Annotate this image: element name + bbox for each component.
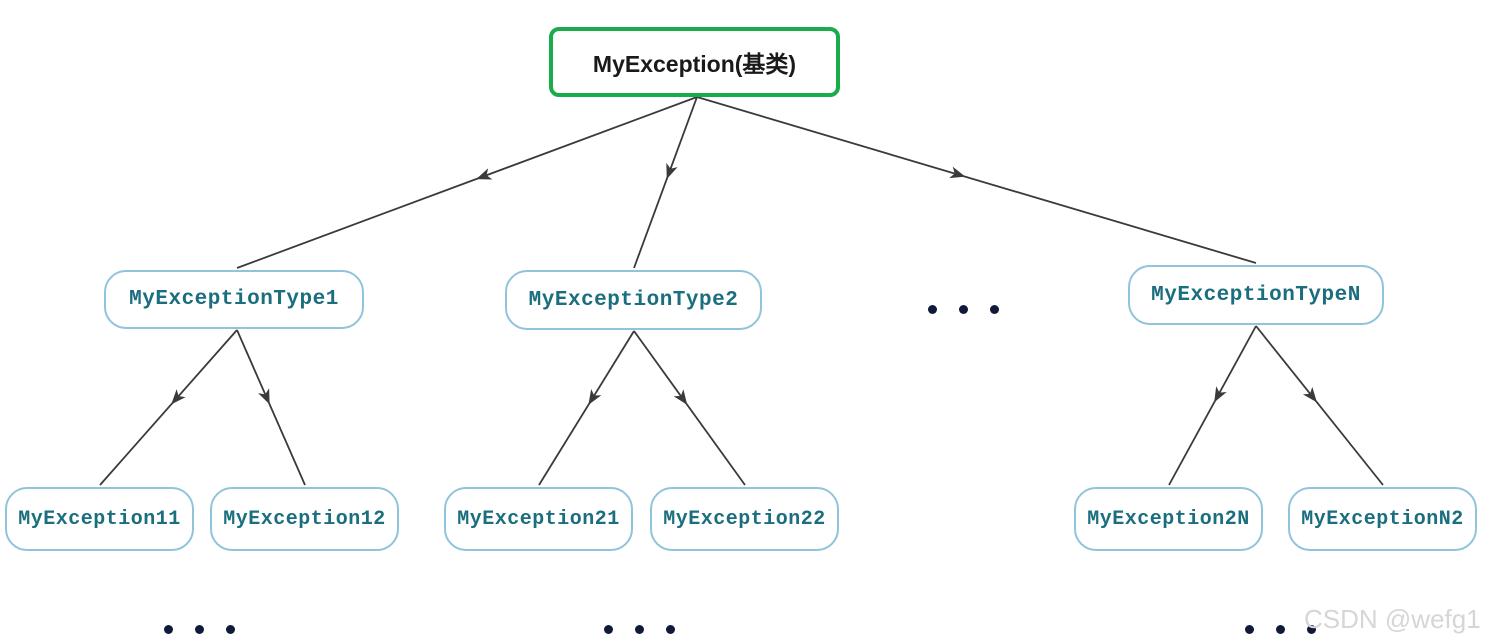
ellipsis-icon-under-type2 (604, 625, 675, 634)
node-label-root: MyException(基类) (592, 51, 797, 77)
dot-icon (1245, 625, 1254, 634)
dot-icon (959, 305, 968, 314)
edge-arrowhead-icon (476, 168, 493, 180)
node-label-myexception11: MyException11 (18, 507, 181, 531)
dot-icon (1307, 625, 1316, 634)
edge-arrowhead-icon (258, 388, 270, 405)
ellipsis-icon-mid-row (928, 305, 999, 314)
node-label-myexceptiontype2: MyExceptionType2 (528, 288, 739, 312)
dot-icon (635, 625, 644, 634)
watermark-text: CSDN @wefg1 (1304, 604, 1481, 634)
dot-icon (990, 305, 999, 314)
node-myexceptiontypen[interactable]: MyExceptionTypeN (1128, 265, 1384, 325)
dot-icon (666, 625, 675, 634)
node-myexception21[interactable]: MyException21 (444, 487, 633, 551)
node-label-myexceptionn1: MyException2N (1087, 507, 1250, 531)
node-label-myexception12: MyException12 (223, 507, 386, 531)
node-label-myexceptiontypen: MyExceptionTypeN (1151, 283, 1361, 307)
dot-icon (604, 625, 613, 634)
node-label-myexceptionn2: MyExceptionN2 (1301, 507, 1464, 531)
edge-arrowhead-icon (1214, 386, 1227, 403)
node-myexceptiontype1[interactable]: MyExceptionType1 (104, 270, 364, 329)
dot-icon (226, 625, 235, 634)
node-myexception11[interactable]: MyException11 (5, 487, 194, 551)
ellipsis-icon-under-typen (1245, 625, 1316, 634)
node-myexceptionn1[interactable]: MyException2N (1074, 487, 1263, 551)
edge-line (633, 96, 698, 269)
edge-line (236, 329, 306, 486)
edge-arrowhead-icon (171, 389, 186, 405)
edge-line (633, 330, 746, 486)
node-label-myexception21: MyException21 (457, 507, 620, 531)
edge-arrowhead-icon (1302, 386, 1317, 403)
ellipsis-icon-under-type1 (164, 625, 235, 634)
node-label-myexception22: MyException22 (663, 507, 826, 531)
dot-icon (928, 305, 937, 314)
edge-arrowhead-icon (666, 162, 678, 180)
edge-arrowhead-icon (949, 166, 966, 179)
dot-icon (1276, 625, 1285, 634)
node-myexception22[interactable]: MyException22 (650, 487, 839, 551)
edge-line (1255, 325, 1384, 486)
node-label-myexceptiontype1: MyExceptionType1 (129, 288, 339, 311)
edge-line (99, 329, 238, 486)
node-myexceptiontype2[interactable]: MyExceptionType2 (505, 270, 762, 330)
edge-arrowhead-icon (588, 389, 602, 405)
edge-group (99, 96, 1384, 486)
dot-icon (195, 625, 204, 634)
dot-icon (164, 625, 173, 634)
node-myexceptionn2[interactable]: MyExceptionN2 (1288, 487, 1477, 551)
node-myexception-root[interactable]: MyException(基类) (549, 27, 840, 97)
edge-line (538, 330, 635, 486)
edge-line (236, 96, 698, 269)
edge-line (1168, 325, 1257, 486)
edge-arrowhead-icon (673, 389, 688, 405)
node-myexception12[interactable]: MyException12 (210, 487, 399, 551)
edge-line (696, 96, 1257, 264)
